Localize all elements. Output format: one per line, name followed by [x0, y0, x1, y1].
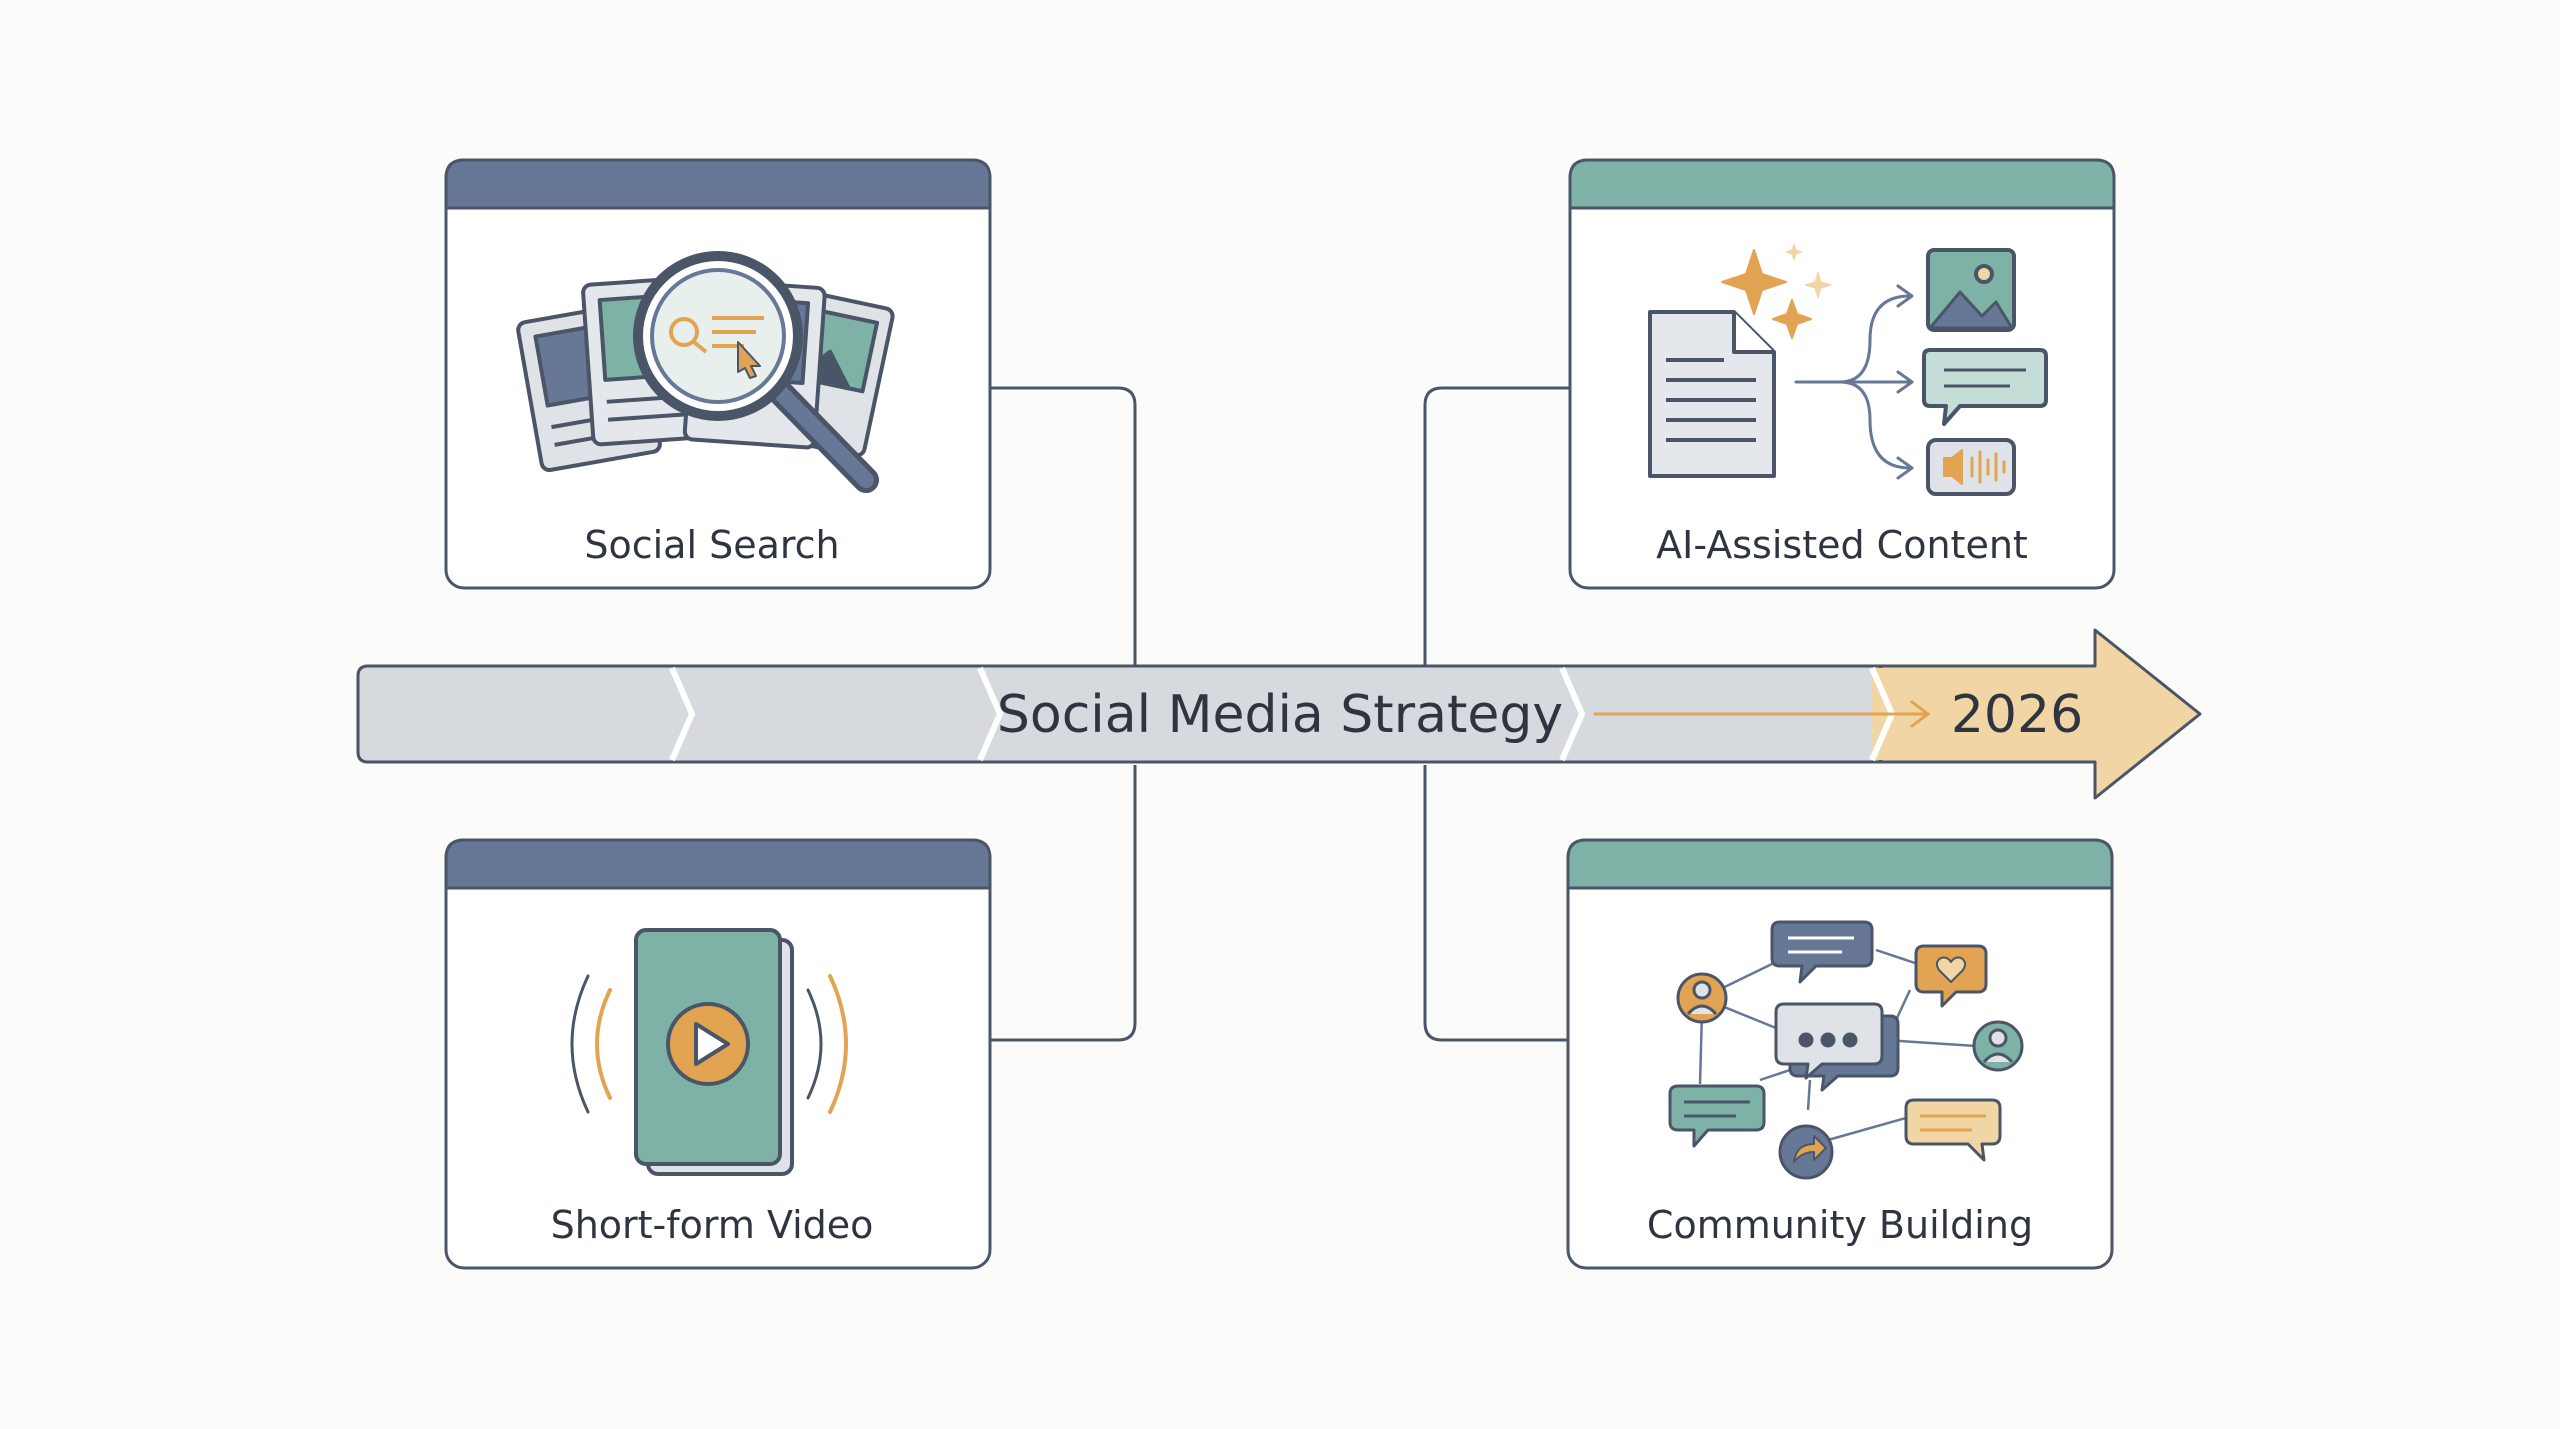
- card-label: Short-form Video: [551, 1203, 874, 1247]
- card-community-building: Community Building: [1566, 838, 2114, 1270]
- community-network-icon: [1668, 920, 2024, 1180]
- card-short-form-video: Short-form Video: [444, 838, 992, 1270]
- chevrons: [669, 666, 1896, 762]
- timeline-arrow: Social Media Strategy 2026: [356, 628, 2202, 800]
- sparkles-document-icon: [1648, 243, 2048, 496]
- arrow-body: [356, 664, 1882, 764]
- connector-ai-assisted: [1423, 386, 1570, 665]
- connector-social-search: [990, 386, 1137, 665]
- play-video-icon: [570, 928, 848, 1176]
- card-social-search: Social Search: [444, 158, 992, 590]
- timeline-year: 2026: [1951, 685, 2083, 745]
- connectors: [990, 386, 1570, 1042]
- card-label: AI-Assisted Content: [1656, 523, 2028, 567]
- card-ai-assisted-content: AI-Assisted Content: [1568, 158, 2116, 590]
- card-label: Community Building: [1647, 1203, 2033, 1247]
- connector-short-form-video: [990, 765, 1137, 1042]
- timeline-title: Social Media Strategy: [997, 685, 1563, 745]
- magnifier-icon: [516, 251, 895, 493]
- connector-community: [1423, 765, 1570, 1042]
- timeline-inner-arrow: [1593, 700, 1931, 728]
- card-label: Social Search: [584, 523, 839, 567]
